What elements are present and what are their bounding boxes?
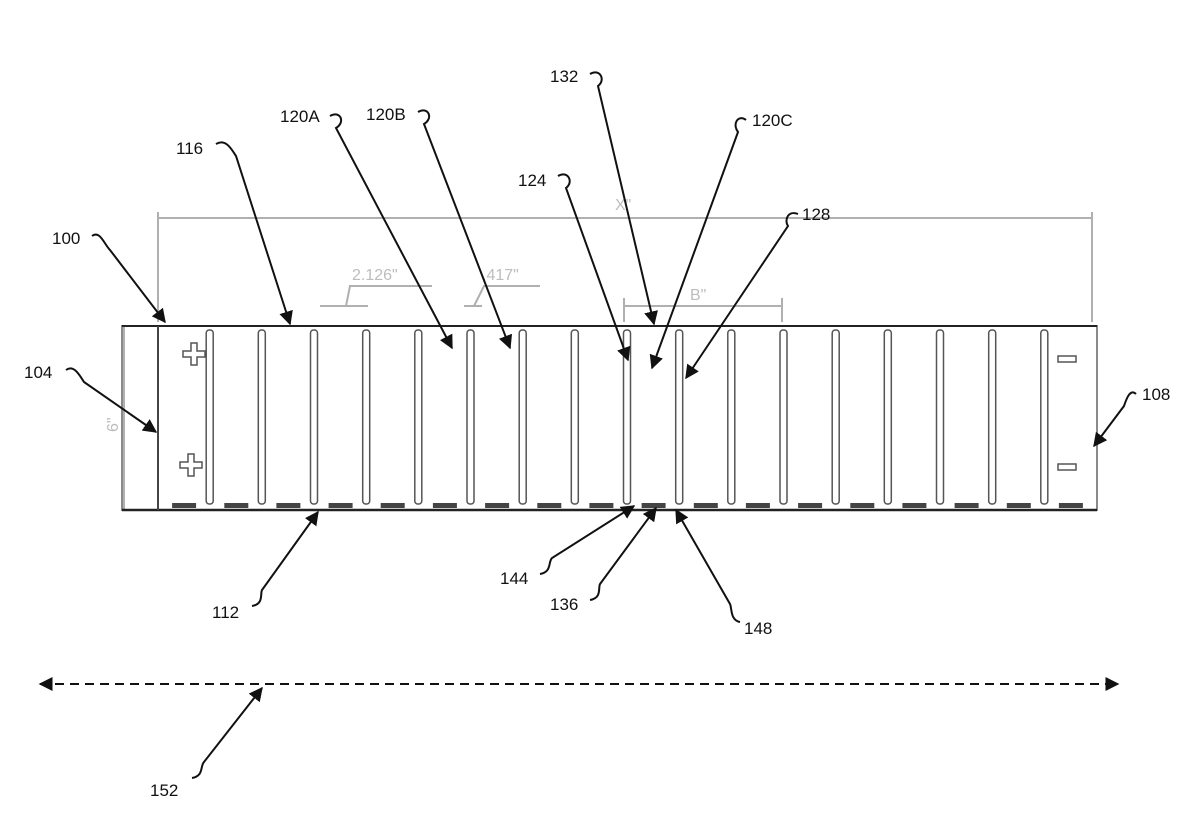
label-120B: 120B [366,105,406,124]
terminal-marks [179,342,1077,477]
battery-body [121,325,1098,512]
cell-separator [518,329,527,505]
leader-108 [1093,391,1137,448]
cell-bottom-tab [850,503,875,508]
cell-pitch-dim-label: 2.126" [352,267,398,284]
cell-bottom-tab [380,503,405,508]
gap-dim-label: .417" [482,267,519,284]
cell-bottom-tab [276,503,301,508]
cell-bottom-tab [224,503,249,508]
negative-terminal-icon-bottom [1057,463,1077,471]
label-112: 112 [212,603,239,622]
gap-leader [473,285,540,307]
cell-separator [674,329,684,505]
cell-bottom-tab [1058,503,1083,508]
cell-separator [622,329,632,505]
label-100: 100 [52,229,80,248]
label-120A: 120A [280,107,320,126]
cell-separator [727,329,736,505]
cell-bottom-tab [485,503,510,508]
cell-separator [205,329,214,505]
label-144: 144 [500,569,528,588]
cell-separator [1040,329,1049,505]
label-136: 136 [550,595,578,614]
label-120C: 120C [752,111,793,130]
leader-132 [589,71,658,326]
cell-bottom-tab [693,503,718,508]
dimension-group: X" 2.126" .417" B" 6" [105,197,1093,510]
leader-128 [685,212,799,380]
cell-separator [361,329,371,505]
cell-separator [831,329,840,505]
cell-bottom-tab [641,503,666,508]
label-108: 108 [1142,385,1170,404]
leader-152 [191,686,263,779]
label-148: 148 [744,619,772,638]
leader-104 [65,367,158,433]
cell-separator [466,329,475,505]
cell-separator [570,329,580,505]
leader-120A [329,113,453,350]
cell-separator [257,329,267,505]
cell-separator [309,329,319,505]
label-152: 152 [150,781,178,800]
reference-leaders: 100 104 108 112 116 120A 120B 132 120C 1… [24,67,1170,800]
cell-separator [883,329,893,505]
cell-separator [414,329,423,505]
positive-terminal-icon-bottom [179,453,203,477]
cell-bottom-tab [589,503,614,508]
leader-124 [557,173,631,362]
cell-bottom-tab [172,503,197,508]
label-104: 104 [24,363,52,382]
cell-pitch-leader [345,285,432,307]
leader-116 [215,141,293,326]
overall-length-dim-label: X" [615,197,631,214]
label-124: 124 [518,171,546,190]
leader-120B [417,109,513,350]
cell-width-dim-label: B" [690,287,706,304]
battery-outline [121,325,1098,511]
cell-bottom-tab [798,503,823,508]
cell-bottom-tab [902,503,927,508]
cell-separator [935,329,945,505]
cell-bottom-tab [954,503,979,508]
cell-group [172,329,1083,508]
leader-100 [91,233,166,324]
cell-bottom-tab [745,503,770,508]
label-116: 116 [176,139,203,158]
height-dim-label: 6" [105,417,122,432]
positive-terminal-icon-top [182,342,206,366]
cell-bottom-tab [537,503,562,508]
negative-terminal-icon-top [1057,355,1077,363]
cell-separator [779,329,788,505]
leader-144 [539,505,636,575]
label-132: 132 [550,67,578,86]
leader-120C [649,117,747,370]
leader-112 [251,510,319,607]
cell-bottom-tab [432,503,457,508]
cell-bottom-tab [1006,503,1031,508]
leader-136 [589,506,657,601]
cell-separator [987,329,997,505]
cell-bottom-tab [328,503,353,508]
label-128: 128 [802,205,830,224]
leader-148 [675,508,741,623]
